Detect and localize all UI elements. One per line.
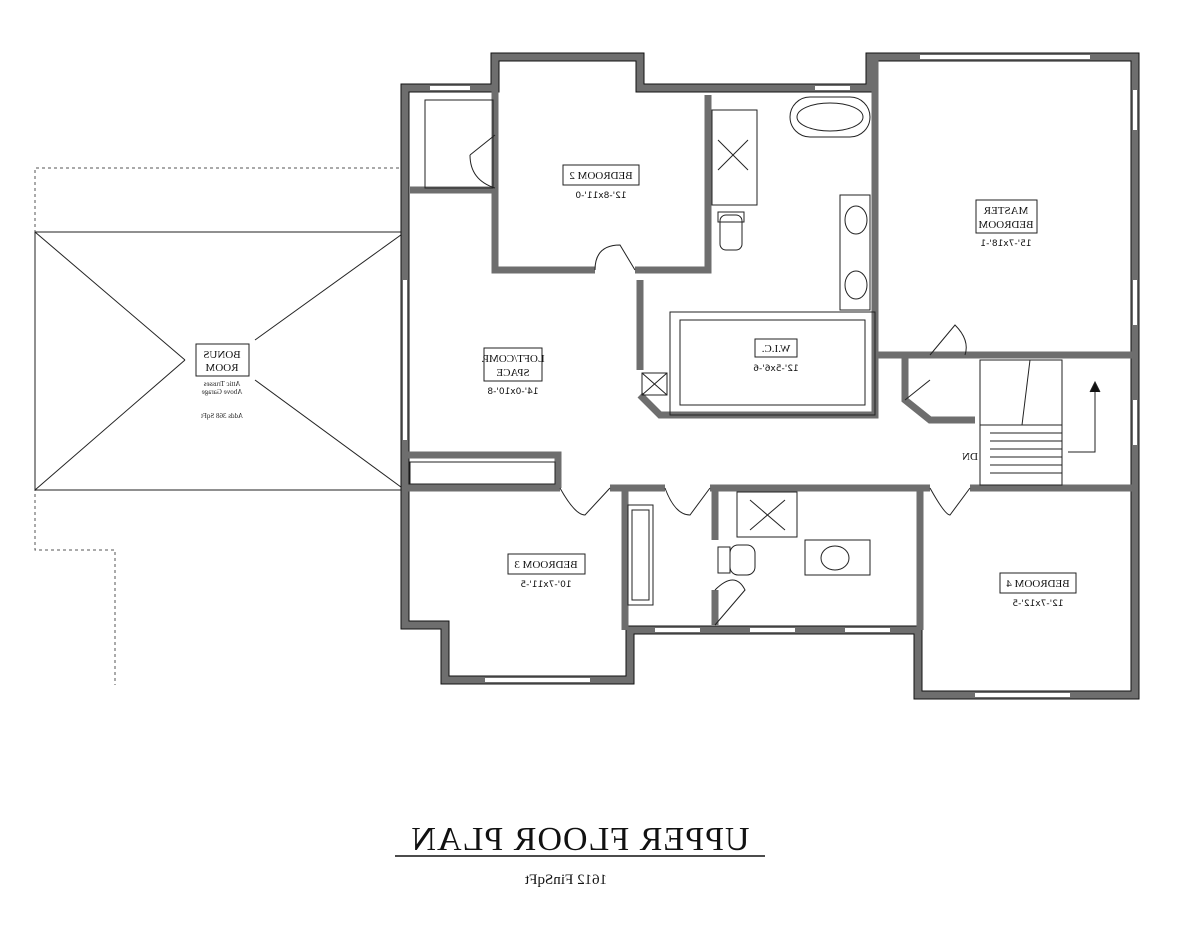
room-bonus: BONUS ROOM Attic Trusses Above Garage Ad… (195, 343, 250, 420)
bedroom-3-name: BEDROOM 3 (514, 559, 578, 571)
room-wic: W.I.C. 12'-5x6'-6 (753, 338, 799, 374)
bonus-name-2: ROOM (205, 362, 238, 374)
wic-dims: 12'-5x6'-6 (753, 364, 799, 374)
loft-name-2: SPACE (496, 367, 530, 379)
master-name-2: BEDROOM (978, 219, 1033, 231)
staircase (979, 359, 1101, 486)
room-bedroom-3: BEDROOM 3 10'-7x11'-5 (507, 553, 586, 590)
bedroom-4-dims: 12'-7x12'-5 (1012, 599, 1063, 609)
bonus-note-3: Adds 368 SqFt (201, 412, 243, 420)
door-swings (469, 134, 971, 626)
room-bedroom-4: BEDROOM 4 12'-7x12'-5 (999, 572, 1077, 609)
master-dims: 15'-7x18'-1 (980, 239, 1031, 249)
bedroom-3-dims: 10'-7x11'-5 (520, 580, 571, 590)
loft-dims: 14'-0x10'-8 (487, 387, 538, 397)
bonus-note-1: Attic Trusses (203, 380, 240, 388)
wic-name: W.I.C. (761, 343, 790, 355)
room-master-bedroom: MASTER BEDROOM 15'-7x18'-1 (975, 199, 1038, 249)
stairs-label: DN (962, 451, 978, 463)
interior-walls (408, 60, 1132, 630)
plan-subtitle: 1612 FinSqFt (524, 872, 607, 888)
bedroom-4-name: BEDROOM 4 (1006, 578, 1070, 590)
plan-title: UPPER FLOOR PLAN (410, 821, 749, 858)
bedroom-2-dims: 12'-8x11'-0 (575, 191, 626, 201)
bonus-room-outline (34, 167, 406, 685)
loft-name-1: LOFT/COMP. (481, 353, 545, 365)
bedroom-2-name: BEDROOM 2 (569, 170, 632, 182)
room-bedroom-2: BEDROOM 2 12'-8x11'-0 (562, 164, 640, 201)
room-loft: LOFT/COMP. SPACE 14'-0x10'-8 (481, 347, 545, 397)
bonus-name-1: BONUS (203, 349, 240, 361)
exterior-walls (400, 52, 1140, 700)
bonus-note-2: Above Garage (202, 388, 243, 396)
master-name-1: MASTER (983, 205, 1028, 217)
bath-fixtures (627, 96, 871, 606)
